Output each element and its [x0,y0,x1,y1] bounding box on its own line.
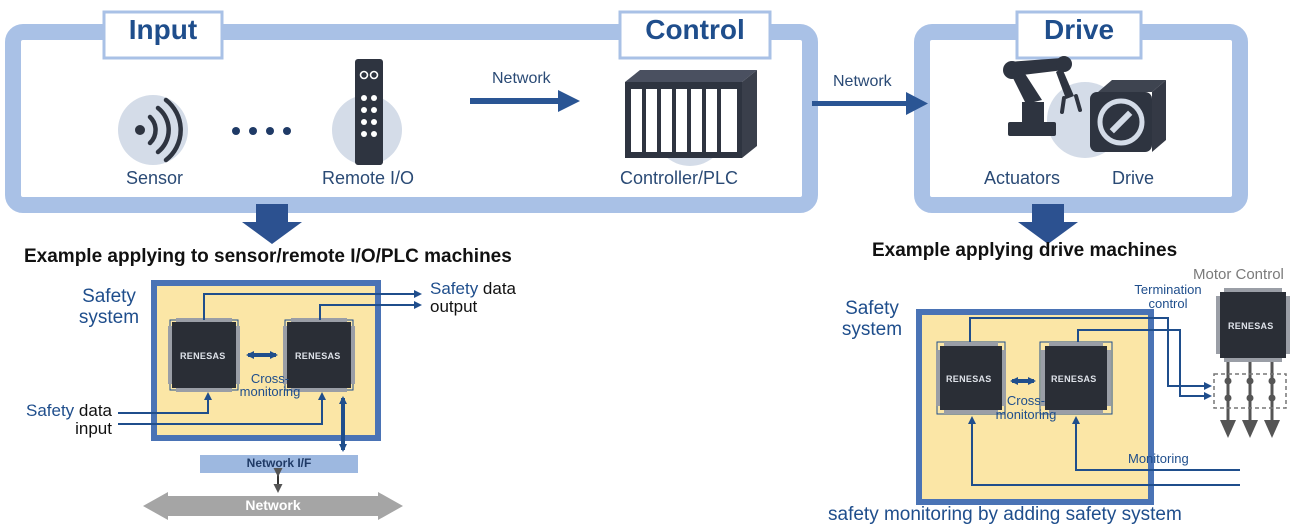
right-cross-monitoring-label: Cross- monitoring [986,394,1066,422]
drive-header-tab [1015,10,1143,60]
output-data-word: data [478,279,517,298]
drive-label: Drive [1112,168,1155,188]
actuators-label: Actuators [984,168,1061,188]
input-safety-word: Safety [25,401,75,420]
input-header-tab [102,10,224,60]
output-safety-word: Safety [430,279,479,298]
monitoring-lines [968,416,1240,486]
cross-line-2: monitoring [995,407,1057,422]
ellipsis-dots-icon [232,127,291,135]
safety-system-line-2: system [841,319,903,340]
chip-brand-text: RENESAS [180,351,226,361]
termination-line-1: Termination [1134,282,1202,297]
safety-system-line-1: Safety [82,286,136,307]
left-output-lines [203,290,422,320]
input-control-frame [5,24,818,213]
left-example-title: Example applying to sensor/remote I/O/PL… [24,246,512,267]
monitoring-label: Monitoring [1128,451,1189,466]
output-line-2: output [430,297,478,316]
network-if-bar [200,455,358,473]
down-arrow-left [242,204,302,244]
input-line-2: input [75,419,112,438]
network-bar [143,492,403,520]
input-header: Input [128,14,198,45]
network-label-1: Network [492,70,551,87]
safety-data-input-label: Safety data input [12,402,112,438]
chip-brand-text: RENESAS [946,374,992,384]
switch-contacts [1224,377,1276,402]
network-if-label: Network I/F [246,456,312,470]
left-cross-monitoring-label: Cross- monitoring [230,372,310,398]
switch-block [1213,373,1287,409]
termination-control-lines [969,317,1212,400]
safety-data-output-label: Safety data output [430,280,516,316]
network-label: Network [245,497,301,513]
termination-line-2: control [1148,296,1188,311]
right-example-title: Example applying drive machines [872,240,1178,261]
controller-plc-icon [625,70,757,166]
right-footer-caption: safety monitoring by adding safety syste… [828,504,1182,525]
safety-system-line-2: system [78,307,140,328]
motor-control-chip: RENESAS [1216,288,1290,362]
controller-plc-label: Controller/PLC [620,168,739,188]
left-safety-system-label: Safety system [73,286,145,328]
network-arrow-1 [470,90,580,112]
control-header: Control [645,14,745,45]
cross-line-2: monitoring [239,384,301,399]
sensor-label: Sensor [126,168,184,188]
chip-brand-text: RENESAS [1051,374,1097,384]
termination-control-label: Termination control [1118,283,1218,311]
right-chip-1: RENESAS [936,342,1006,414]
chip-brand-text: RENESAS [295,351,341,361]
chip-brand-text: RENESAS [1228,321,1274,331]
remote-io-icon [332,59,402,165]
network-label-2: Network [833,73,892,90]
remote-io-label: Remote I/O [322,168,415,188]
right-safety-system-label: Safety system [836,298,908,340]
input-data-word: data [74,401,112,420]
motor-drive-icon [1090,80,1166,152]
drive-header: Drive [1043,14,1115,45]
right-chip-2: RENESAS [1041,342,1111,414]
network-arrow-2 [812,92,928,115]
control-header-tab [618,10,772,60]
cross-line-1: Cross- [250,371,290,386]
cross-line-1: Cross- [1006,393,1046,408]
left-input-lines [118,392,326,425]
motor-control-label: Motor Control [1193,266,1284,283]
down-arrow-right [1018,204,1078,244]
motor-output-arrowheads [1220,420,1280,438]
motor-output-lines [1226,362,1274,422]
safety-system-line-1: Safety [845,298,899,319]
sensor-icon [118,95,188,165]
